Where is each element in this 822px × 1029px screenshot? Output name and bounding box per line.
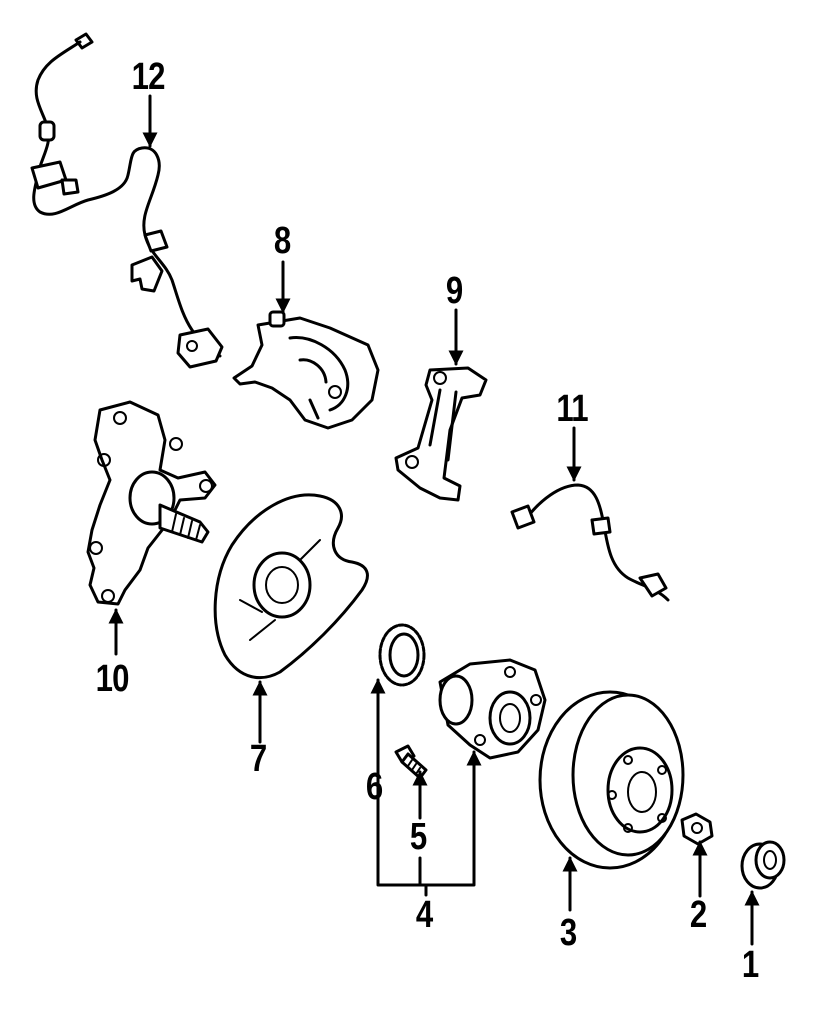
part-6-abs-tone-ring bbox=[378, 623, 426, 687]
callout-1: 1 bbox=[741, 944, 759, 986]
part-11-brake-hose bbox=[510, 483, 670, 602]
callout-3: 3 bbox=[559, 912, 577, 954]
callout-10: 10 bbox=[95, 658, 130, 700]
callout-8: 8 bbox=[273, 220, 291, 262]
part-7-dust-shield bbox=[213, 493, 369, 680]
part-3-brake-rotor bbox=[538, 690, 685, 870]
callout-2: 2 bbox=[689, 894, 707, 936]
part-10-steering-knuckle bbox=[86, 400, 217, 606]
part-1-hub-nut bbox=[740, 840, 786, 890]
callout-7: 7 bbox=[249, 738, 267, 780]
callout-11: 11 bbox=[556, 388, 588, 430]
part-2-lug-nut bbox=[680, 812, 714, 846]
part-4-hub-assembly bbox=[438, 658, 547, 760]
callout-12: 12 bbox=[131, 56, 166, 98]
callout-4: 4 bbox=[415, 894, 433, 936]
part-9-caliper-bracket bbox=[394, 366, 488, 502]
callout-9: 9 bbox=[445, 270, 463, 312]
callout-6: 6 bbox=[365, 766, 383, 808]
part-12-abs-sensor-harness bbox=[30, 32, 224, 369]
part-8-brake-caliper bbox=[232, 310, 380, 430]
callout-5: 5 bbox=[409, 816, 427, 858]
leader-arrows bbox=[108, 94, 760, 946]
